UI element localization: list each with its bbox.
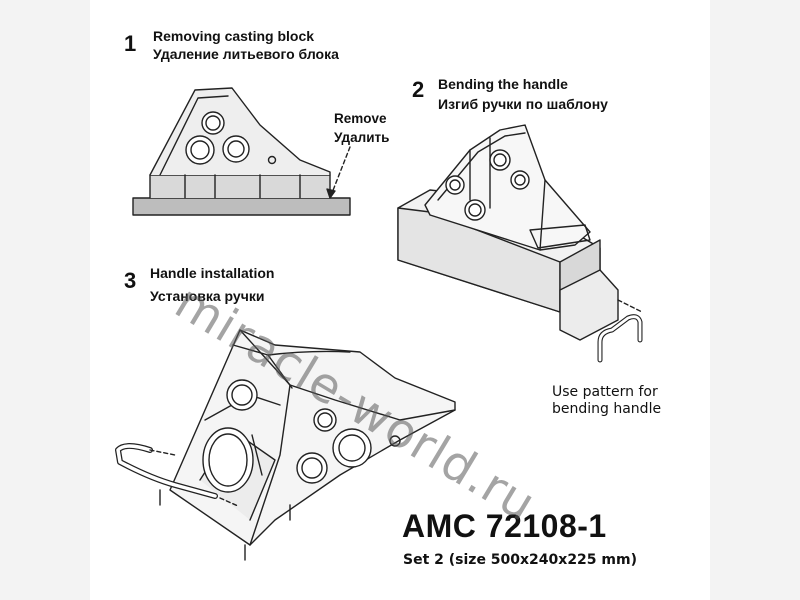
bent-handle: [597, 314, 643, 363]
step3-number: 3: [124, 268, 137, 293]
product-set-size: Set 2 (size 500x240x225 mm): [403, 552, 637, 568]
pattern-note-line1: Use pattern for: [552, 384, 658, 400]
product-code: AMC 72108-1: [402, 508, 607, 544]
step3-title-ru: Установка ручки: [150, 288, 265, 304]
step1-title-en: Removing casting block: [153, 28, 315, 44]
handle-insert: [115, 443, 218, 499]
step1-casting-block: [132, 87, 351, 216]
step2-title-ru: Изгиб ручки по шаблону: [438, 96, 608, 112]
remove-arrow: [326, 146, 351, 199]
remove-label-en: Remove: [334, 111, 387, 126]
step2-bending-template: [397, 124, 619, 341]
step2-number: 2: [412, 77, 425, 102]
step1-title-ru: Удаление литьевого блока: [153, 46, 339, 62]
step3-title-en: Handle installation: [150, 265, 275, 281]
remove-label-ru: Удалить: [334, 130, 390, 145]
pattern-note-line2: bending handle: [552, 401, 662, 417]
step1-number: 1: [124, 31, 137, 56]
step2-title-en: Bending the handle: [438, 76, 568, 92]
step3-installed-part: [159, 329, 456, 561]
